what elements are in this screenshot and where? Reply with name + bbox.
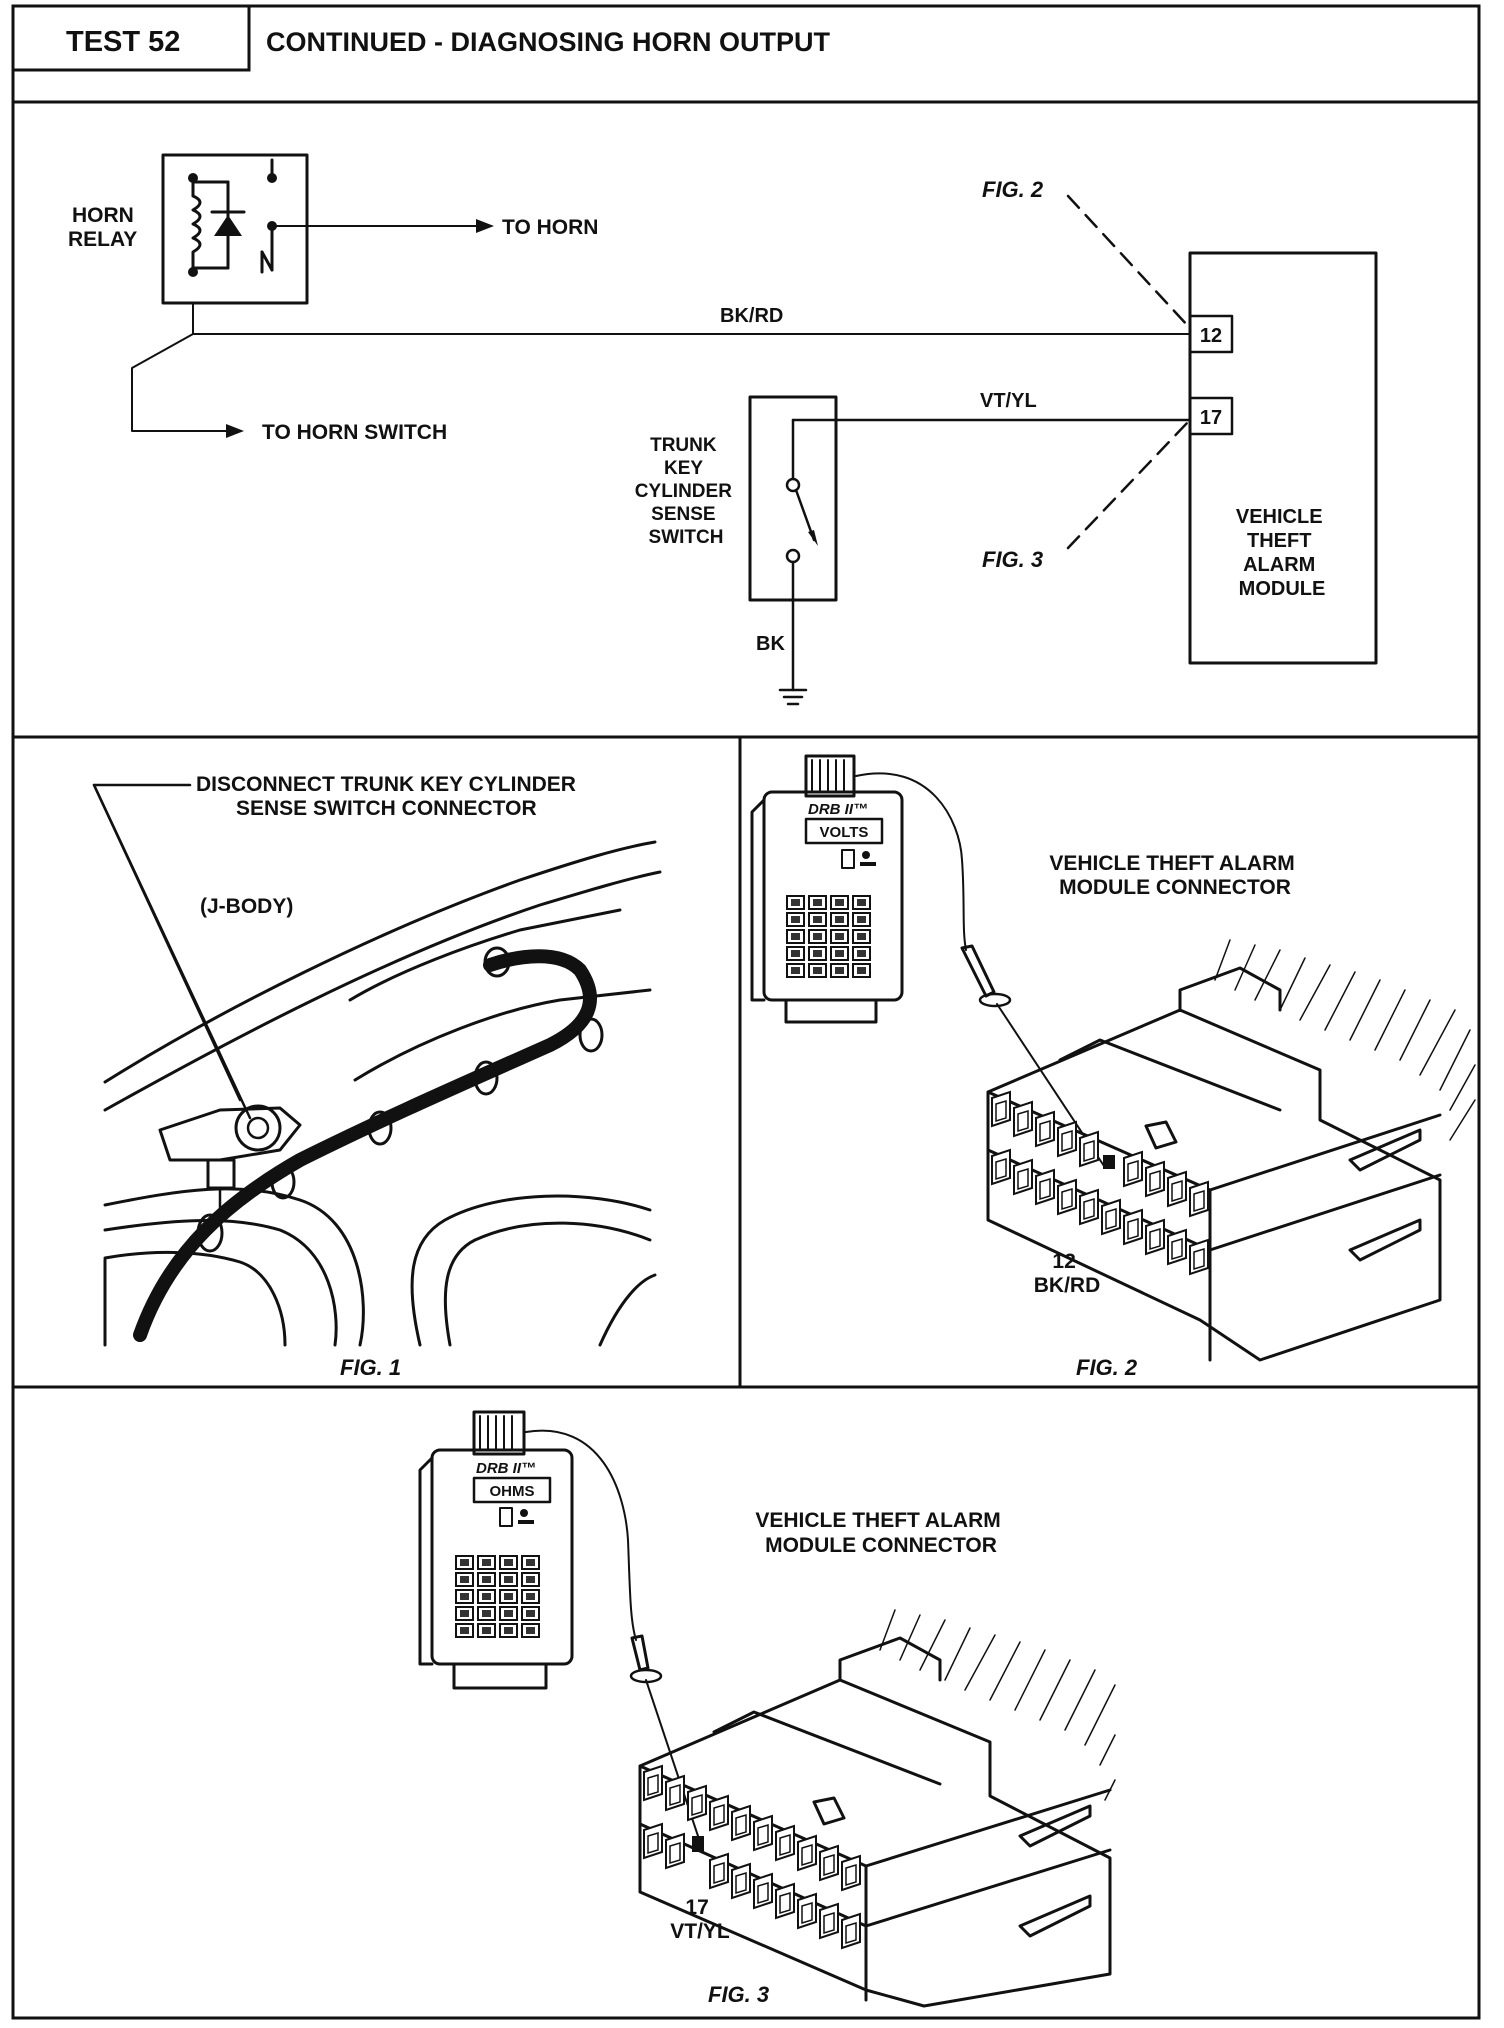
- fig2-tester-brand: DRB II™: [808, 801, 868, 818]
- module-label: VEHICLE THEFT ALARM MODULE: [1236, 506, 1328, 600]
- theft-alarm-module-symbol: 12 17: [1188, 251, 1378, 665]
- fig3-ohms-test: DRB II™ OHMS VEHICLE THEFT ALARM MODULE …: [418, 1410, 1116, 2008]
- fig2-volts-test: DRB II™ VOLTS VEHICLE THEFT ALARM MODULE…: [750, 754, 1476, 1380]
- drb2-tester-ohms: DRB II™ OHMS: [418, 1410, 574, 1690]
- fig3-connector-label: VEHICLE THEFT ALARM MODULE CONNECTOR: [755, 1509, 1006, 1557]
- wire-vt-yl-label: VT/YL: [980, 390, 1037, 412]
- fig2-caption: FIG. 2: [1076, 1355, 1138, 1380]
- trunk-switch-label: TRUNK KEY CYLINDER SENSE SWITCH: [635, 435, 737, 548]
- fig2-connector-label: VEHICLE THEFT ALARM MODULE CONNECTOR: [1049, 852, 1300, 899]
- fig1-callout: DISCONNECT TRUNK KEY CYLINDER SENSE SWIT…: [196, 773, 582, 820]
- fig1-caption: FIG. 1: [340, 1355, 401, 1380]
- wiring-schematic: HORN RELAY TO HORN BK/RD TO HORN SWITCH …: [68, 153, 1378, 706]
- page-title: CONTINUED - DIAGNOSING HORN OUTPUT: [266, 27, 831, 57]
- drb2-tester-volts: DRB II™ VOLTS: [750, 754, 904, 1024]
- horn-relay-symbol: [161, 153, 309, 305]
- to-horn-label: TO HORN: [502, 216, 598, 239]
- fig2-module-connector: [986, 939, 1476, 1362]
- fig3-callout: FIG. 3: [982, 547, 1043, 572]
- fig2-tester-display: VOLTS: [820, 824, 869, 841]
- pin-17-label: 17: [1200, 407, 1222, 429]
- ground-icon: [778, 688, 808, 706]
- test-number: TEST 52: [66, 26, 180, 58]
- to-horn-switch-label: TO HORN SWITCH: [262, 421, 447, 444]
- page-frame: [11, 4, 1481, 2020]
- header: TEST 52 CONTINUED - DIAGNOSING HORN OUTP…: [11, 4, 831, 72]
- wire-bk-label: BK: [756, 633, 785, 655]
- fig1-trunk-illustration: DISCONNECT TRUNK KEY CYLINDER SENSE SWIT…: [92, 773, 662, 1380]
- horn-relay-label: HORN RELAY: [68, 204, 140, 251]
- fig3-tester-brand: DRB II™: [476, 1460, 536, 1477]
- fig3-tester-display: OHMS: [490, 1483, 535, 1500]
- pin-12-label: 12: [1200, 325, 1222, 347]
- fig3-module-connector: [638, 1609, 1116, 2008]
- fig3-caption: FIG. 3: [708, 1982, 769, 2007]
- wire-bk-rd-label: BK/RD: [720, 305, 783, 327]
- fig2-pin-label: 12 BK/RD: [1034, 1250, 1101, 1297]
- trunk-switch-symbol: [748, 395, 1192, 692]
- fig2-callout: FIG. 2: [982, 177, 1044, 202]
- fig3-pin-label: 17 VT/YL: [670, 1896, 730, 1943]
- fig1-body-label: (J-BODY): [200, 895, 293, 918]
